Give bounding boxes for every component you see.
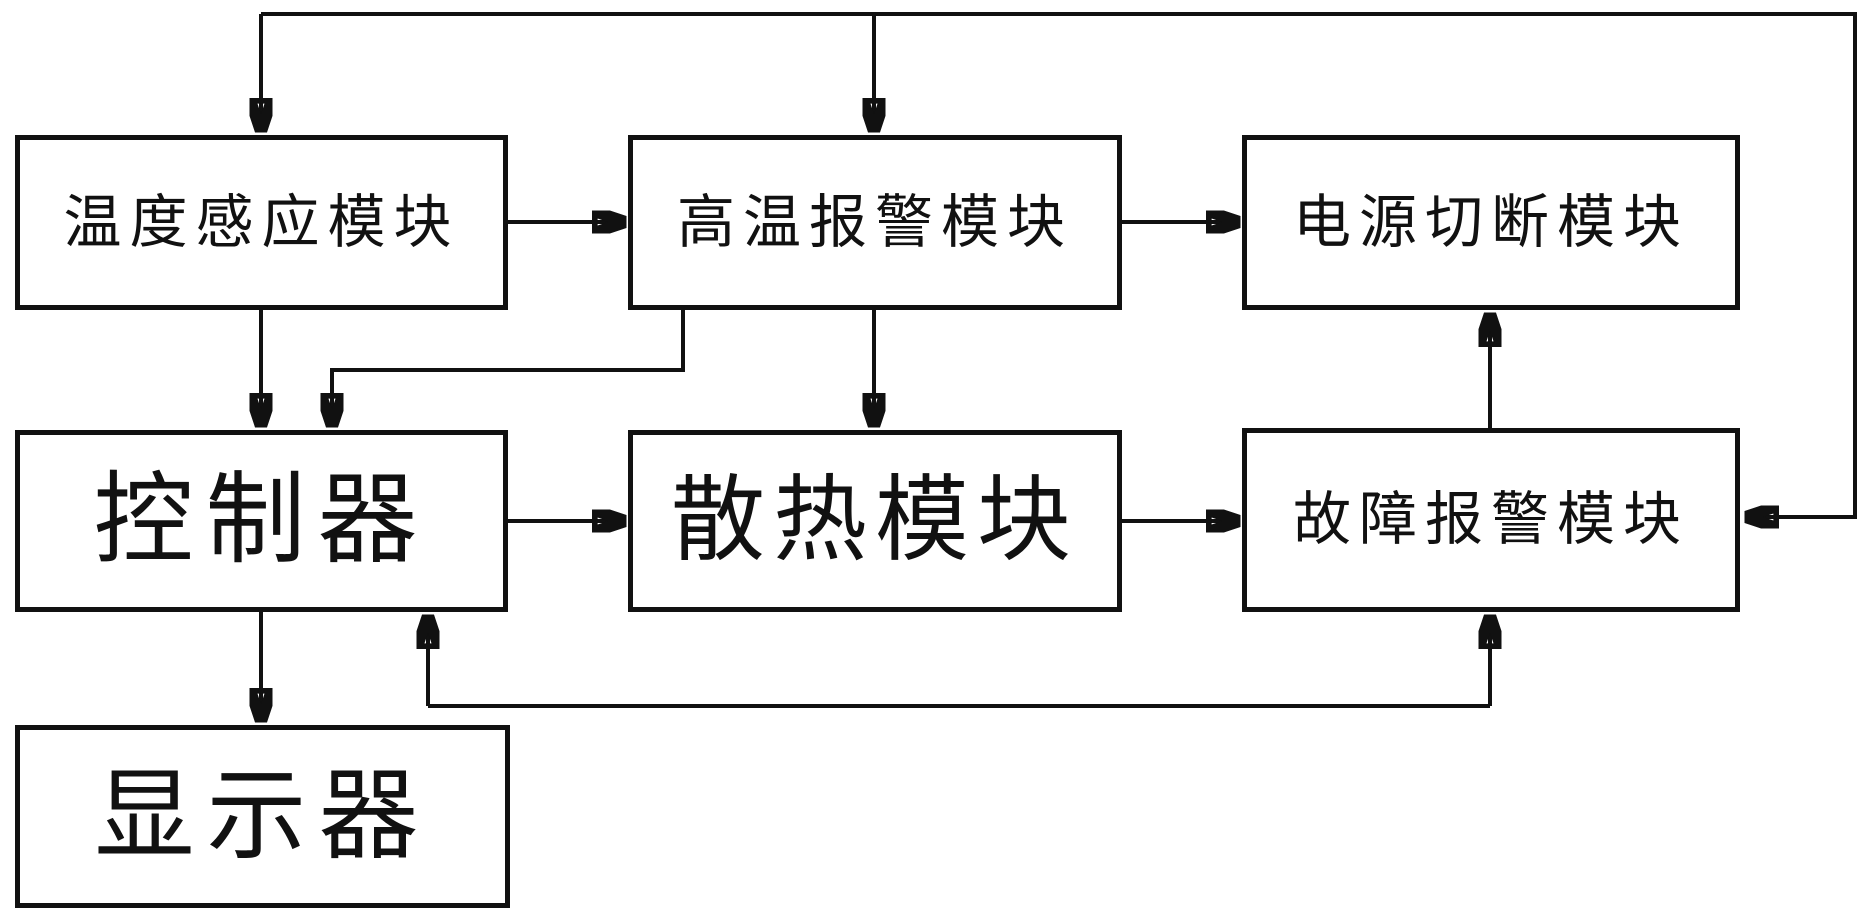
node-fault-alarm-module: 故障报警模块 <box>1242 428 1740 612</box>
node-high-temp-alarm-module: 高温报警模块 <box>628 135 1122 310</box>
node-label-power-cutoff: 电源切断模块 <box>1292 189 1689 255</box>
edge-high-temp-alarm-to-controller <box>332 310 685 425</box>
node-label-cooling: 散热模块 <box>670 469 1079 573</box>
node-label-controller: 控制器 <box>93 465 430 576</box>
node-label-temperature-sensing: 温度感应模块 <box>63 189 460 255</box>
node-cooling-module: 散热模块 <box>628 430 1122 612</box>
node-temperature-sensing-module: 温度感应模块 <box>15 135 508 310</box>
node-power-cutoff-module: 电源切断模块 <box>1242 135 1740 310</box>
node-controller: 控制器 <box>15 430 508 612</box>
node-display: 显示器 <box>15 725 510 908</box>
node-label-fault-alarm: 故障报警模块 <box>1292 487 1689 552</box>
node-label-high-temp-alarm: 高温报警模块 <box>676 189 1073 255</box>
node-label-display: 显示器 <box>94 760 431 872</box>
